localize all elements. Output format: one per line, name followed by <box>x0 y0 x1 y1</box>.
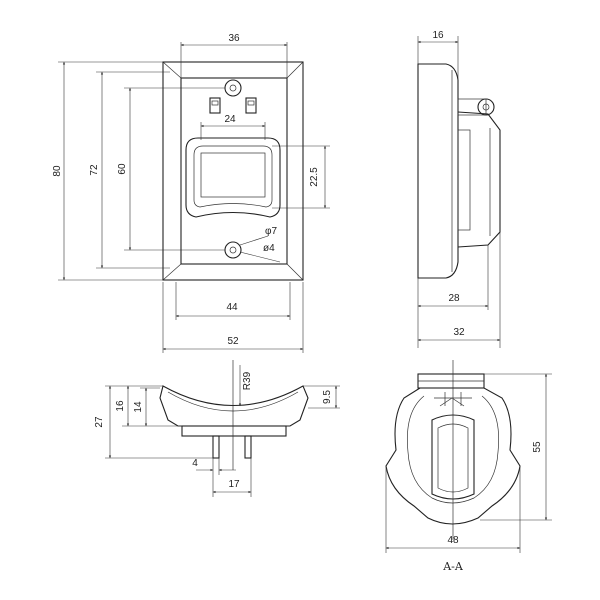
dim-width-52: 52 <box>227 336 239 347</box>
dim-height-22-5: 22.5 <box>309 167 320 187</box>
top-screw-hole <box>224 79 242 97</box>
dim-height-9-5: 9.5 <box>322 390 333 404</box>
dim-radius-39: R39 <box>242 371 253 390</box>
side-plate <box>417 63 459 279</box>
dim-pin-4: 4 <box>192 458 198 469</box>
front-plate-outline <box>162 61 304 281</box>
dim-width-24: 24 <box>224 114 236 125</box>
section-view: 55 48 A-A <box>385 360 552 573</box>
section-cavity <box>431 414 475 500</box>
bottom-body <box>159 385 309 427</box>
bottom-view: 27 16 14 R39 9.5 4 17 <box>94 360 340 497</box>
dim-depth-16: 16 <box>432 30 444 41</box>
dim-depth-28: 28 <box>448 293 460 304</box>
dim-height-60: 60 <box>117 163 128 175</box>
center-window <box>185 137 281 218</box>
dim-width-48: 48 <box>447 535 459 546</box>
slot-right <box>245 97 257 114</box>
front-plate-bevel <box>180 77 288 265</box>
section-body-outer <box>385 387 521 525</box>
dim-width-36: 36 <box>228 33 240 44</box>
side-body <box>457 111 501 248</box>
dim-pin-17: 17 <box>228 479 240 490</box>
slot-left <box>209 97 221 114</box>
bottom-base <box>181 425 287 437</box>
dim-depth-32: 32 <box>453 327 465 338</box>
dim-height-80: 80 <box>52 165 63 177</box>
dim-height-55: 55 <box>532 441 543 453</box>
pin-left <box>212 435 220 459</box>
side-view: 16 28 32 <box>417 30 501 348</box>
dim-height-27: 27 <box>94 416 105 428</box>
dim-height-16: 16 <box>115 400 126 412</box>
dim-height-72: 72 <box>89 164 100 176</box>
bottom-screw-hole <box>224 241 242 259</box>
pin-right <box>244 435 252 459</box>
dim-height-14: 14 <box>133 401 144 413</box>
dim-hole-7: φ7 <box>265 226 277 237</box>
dim-width-44: 44 <box>226 302 238 313</box>
dim-hole-4: ø4 <box>263 243 275 254</box>
front-view: 36 80 72 60 24 22.5 φ7 ø4 <box>52 33 330 353</box>
section-label: A-A <box>442 560 464 573</box>
